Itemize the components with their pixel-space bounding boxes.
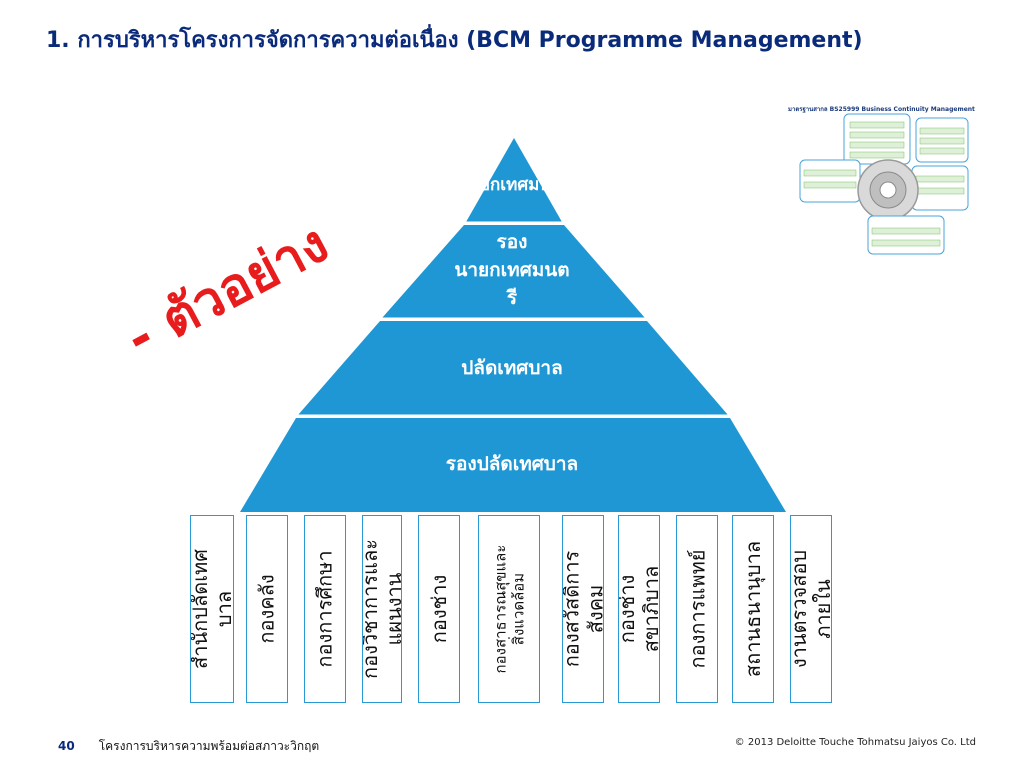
dept-label: กองสาธารณสุขและ สิ่งแวดล้อม bbox=[491, 544, 527, 674]
pyramid-level-4-label: รองปลัดเทศบาล bbox=[445, 453, 579, 475]
pyramid-level-2 bbox=[382, 225, 645, 318]
dept-box: กองการแพทย์ bbox=[676, 515, 718, 703]
dept-box: กองการศึกษา bbox=[304, 515, 346, 703]
dept-label: กองช่าง bbox=[427, 574, 451, 644]
dept-label: กองช่าง สุขาภิบาล bbox=[618, 565, 660, 653]
dept-box: สำนักปลัดเทศ บาล bbox=[190, 515, 234, 703]
slide-title: 1. การบริหารโครงการจัดการความต่อเนื่อง (… bbox=[46, 28, 863, 53]
dept-label: กองการแพทย์ bbox=[685, 549, 710, 669]
dept-box: กองช่าง สุขาภิบาล bbox=[618, 515, 660, 703]
dept-box: สถานธนานุบาล bbox=[732, 515, 774, 703]
footer-project-name: โครงการบริหารความพร้อมต่อสภาวะวิกฤต bbox=[98, 739, 320, 753]
pyramid-level-3-label: ปลัดเทศบาล bbox=[461, 357, 563, 379]
pyramid-level-1 bbox=[466, 138, 562, 222]
dept-box: กองวิชาการและ แผนงาน bbox=[362, 515, 402, 703]
dept-box: กองสาธารณสุขและ สิ่งแวดล้อม bbox=[478, 515, 540, 703]
dept-label: กองสวัสดิการ สังคม bbox=[562, 550, 604, 668]
page-number: 40 bbox=[58, 739, 75, 753]
dept-label: งานตรวจสอบ ภายใน bbox=[790, 549, 832, 669]
bs25999-reference-diagram bbox=[784, 100, 970, 256]
dept-label: สถานธนานุบาล bbox=[741, 540, 765, 678]
dept-label: กองคลัง bbox=[255, 574, 280, 644]
bs25999-caption: มาตรฐานสากล BS25999 Business Continuity … bbox=[788, 106, 975, 113]
dept-label: สำนักปลัดเทศ บาล bbox=[190, 549, 234, 669]
pyramid-level-3 bbox=[298, 321, 728, 415]
dept-label: กองการศึกษา bbox=[313, 550, 337, 668]
pyramid-level-1-label: นายกเทศมนตรี bbox=[458, 175, 572, 195]
dept-label: กองวิชาการและ แผนงาน bbox=[362, 539, 402, 679]
copyright: © 2013 Deloitte Touche Tohmatsu Jaiyos C… bbox=[734, 737, 976, 748]
dept-box: งานตรวจสอบ ภายใน bbox=[790, 515, 832, 703]
dept-box: กองช่าง bbox=[418, 515, 460, 703]
dept-box: กองสวัสดิการ สังคม bbox=[562, 515, 604, 703]
dept-box: กองคลัง bbox=[246, 515, 288, 703]
footer-left: 40 โครงการบริหารความพร้อมต่อสภาวะวิกฤต bbox=[58, 737, 319, 756]
pyramid-level-2-label: รอง นายกเทศมนต รี bbox=[454, 231, 570, 309]
pyramid-level-4 bbox=[240, 418, 786, 512]
